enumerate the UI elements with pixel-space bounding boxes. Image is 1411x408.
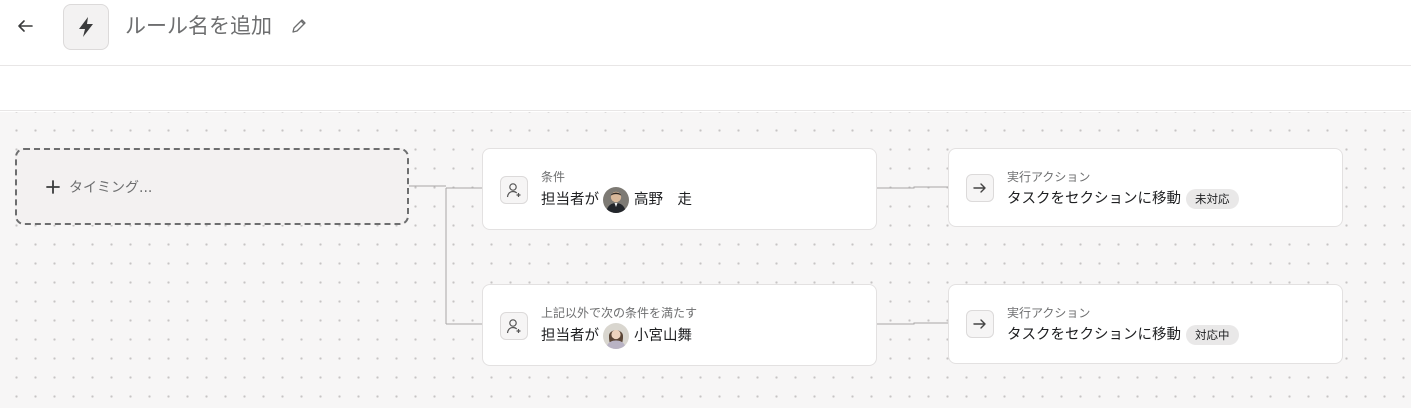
condition-prefix: 担当者が [541, 192, 599, 208]
condition-prefix: 担当者が [541, 328, 599, 344]
user-plus-icon [506, 183, 521, 198]
back-button[interactable] [14, 15, 36, 37]
arrow-right-icon [973, 319, 986, 329]
timing-label: タイミング... [69, 179, 153, 196]
arrow-right-icon [973, 183, 986, 193]
rule-name-title[interactable]: ルール名を追加 [125, 14, 272, 38]
assignee-name: 高野 走 [634, 192, 692, 208]
condition-icon-box [500, 312, 528, 340]
assignee-name: 小宮山舞 [634, 328, 692, 344]
section-badge: 対応中 [1186, 325, 1239, 345]
action-icon-box [966, 174, 994, 202]
section-badge: 未対応 [1186, 189, 1239, 209]
action-text: タスクをセクションに移動 [1007, 327, 1181, 343]
action-node-2[interactable]: 実行アクション タスクをセクションに移動 対応中 [948, 284, 1343, 364]
condition-heading: 条件 [541, 170, 566, 184]
action-heading: 実行アクション [1007, 170, 1091, 184]
plus-icon [46, 179, 60, 194]
condition-node-2[interactable]: 上記以外で次の条件を満たす 担当者が 小宮山舞 [482, 284, 877, 366]
rule-icon[interactable] [63, 4, 109, 50]
condition-node-1[interactable]: 条件 担当者が 高野 走 [482, 148, 877, 230]
action-node-1[interactable]: 実行アクション タスクをセクションに移動 未対応 [948, 148, 1343, 227]
avatar [603, 323, 629, 349]
condition-icon-box [500, 176, 528, 204]
toolbar-strip [0, 67, 1411, 111]
pencil-icon [292, 19, 306, 33]
action-text: タスクをセクションに移動 [1007, 191, 1181, 207]
action-heading: 実行アクション [1007, 306, 1091, 320]
rule-header: ルール名を追加 [0, 0, 1411, 66]
edit-title-button[interactable] [290, 17, 308, 35]
lightning-bolt-icon [79, 17, 93, 37]
condition-heading: 上記以外で次の条件を満たす [541, 306, 698, 320]
arrow-left-icon [18, 20, 33, 32]
avatar [603, 187, 629, 213]
user-plus-icon [506, 319, 521, 334]
add-timing-button[interactable]: タイミング... [15, 148, 409, 225]
action-icon-box [966, 310, 994, 338]
